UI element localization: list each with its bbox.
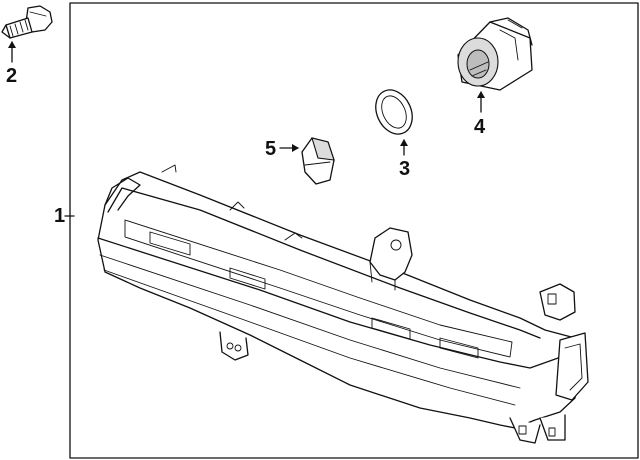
callout-label-3: 3	[399, 158, 410, 180]
callout-label-1: 1	[54, 205, 65, 227]
callout-label-4: 4	[474, 116, 486, 138]
callout-label-5: 5	[265, 138, 276, 160]
callout-5: 5	[265, 138, 299, 160]
callout-1: 1	[54, 205, 75, 227]
bulb[interactable]	[301, 137, 335, 185]
gasket-ring[interactable]	[369, 84, 419, 140]
screw[interactable]	[1, 5, 53, 39]
lamp-housing[interactable]	[97, 164, 589, 444]
callout-4: 4	[474, 91, 486, 138]
callout-2: 2	[6, 41, 17, 87]
bulb-socket[interactable]	[457, 17, 533, 91]
assembly-frame	[69, 2, 639, 459]
callout-label-2: 2	[6, 65, 17, 87]
callout-3: 3	[399, 139, 410, 180]
